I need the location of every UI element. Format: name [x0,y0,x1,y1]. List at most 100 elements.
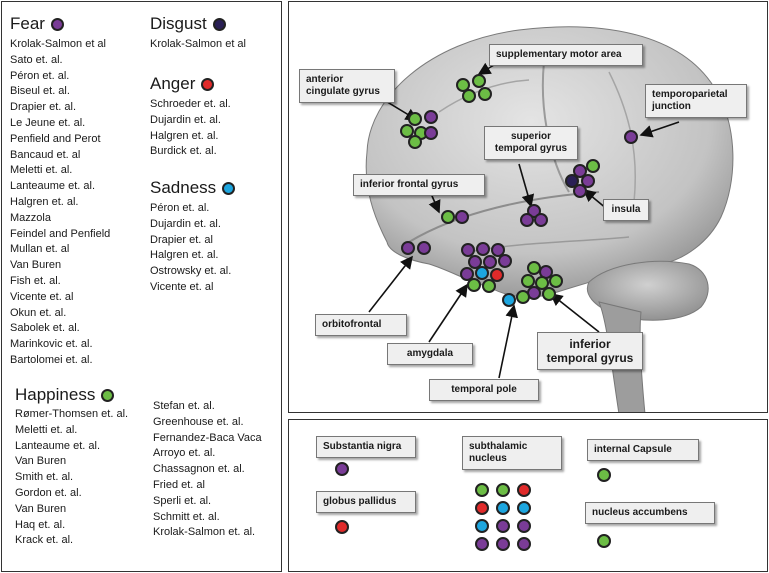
stn-happiness-marker [475,483,489,497]
label-amygdala: amygdala [387,343,473,365]
sma-happiness-marker [478,87,492,101]
happiness-header: Happiness [15,385,115,405]
fear-author-item: Feindel and Penfield [10,227,111,240]
amygdala-happiness-marker [467,278,481,292]
label-subthalamic-nucleus: subthalamic nucleus [462,436,562,470]
happiness-col2-author-item: Krolak-Salmon et. al. [153,526,256,539]
anger-author-item: Dujardin et. al. [150,113,221,126]
stn-happiness-marker [496,483,510,497]
stn-fear-marker [496,537,510,551]
happiness-col1-author-item: Gordon et. al. [15,486,82,499]
sadness-author-item: Péron et. al. [150,202,210,214]
sadness-author-item: Ostrowsky et. al. [150,265,232,278]
happiness-col2-author-item: Stefan et. al. [153,400,215,412]
amygdala-fear-marker [476,242,490,256]
happiness-author-list-2: Stefan et. al. Greenhouse et. al. Fernande… [153,399,262,541]
fear-title: Fear [10,14,45,33]
disgust-author-item: Krolak-Salmon et al [150,38,246,50]
amygdala-fear-marker [498,254,512,268]
fear-author-item: Lanteaume et. al. [10,180,96,193]
anger-color-dot [201,77,215,91]
label-substantia-nigra: Substantia nigra [316,436,416,458]
sadness-title: Sadness [150,178,217,197]
orbitofrontal-fear-marker [417,241,431,255]
stn-sadness-marker [517,501,531,515]
sadness-header: Sadness [150,178,236,198]
temporal-pole-happiness-marker [516,290,530,304]
amygdala-fear-marker [461,243,475,257]
ifg-happiness-marker [441,210,455,224]
substantia-nigra-fear-marker [335,462,349,476]
happiness-col2-author-item: Sperli et. al. [153,494,212,507]
brain-panel: supplementary motor area anterior cingul… [288,1,768,413]
orbitofrontal-fear-marker [401,241,415,255]
subcortical-panel: Substantia nigra globus pallidus subthal… [288,419,768,572]
label-orbitofrontal: orbitofrontal [315,314,407,336]
label-supplementary-motor-area: supplementary motor area [489,44,643,66]
fear-author-item: Sato et. al. [10,53,63,66]
label-inferior-temporal-gyrus: inferior temporal gyrus [537,332,643,370]
insula-fear-marker [581,174,595,188]
disgust-color-dot [212,17,226,31]
insula-fear-marker [573,184,587,198]
happiness-col1-author-item: Lanteaume et. al. [15,439,101,452]
internal-capsule-happiness-marker [597,468,611,482]
fear-author-item: Krolak-Salmon et al [10,38,106,50]
amygdala-fear-marker [491,243,505,257]
anger-header: Anger [150,74,215,94]
happiness-col2-author-item: Greenhouse et. al. [153,415,244,428]
stn-sadness-marker [475,519,489,533]
fear-header: Fear [10,14,64,34]
sma-happiness-marker [472,74,486,88]
fear-author-item: Penfield and Perot [10,132,101,145]
happiness-col1-author-item: Van Buren [15,455,67,468]
sadness-author-item: Halgren et. al. [150,249,219,262]
sadness-color-dot [222,181,236,195]
disgust-header: Disgust [150,14,226,34]
acg-fear-marker [424,110,438,124]
stn-fear-marker [475,537,489,551]
acg-fear-marker [424,126,438,140]
itg-happiness-marker [549,274,563,288]
fear-author-item: Marinkovic et. al. [10,338,93,351]
happiness-col1-author-item: Meletti et. al. [15,423,78,436]
happiness-col1-author-item: Rømer-Thomsen et. al. [15,408,129,420]
anger-author-item: Halgren et. al. [150,129,219,142]
amygdala-fear-marker [483,255,497,269]
fear-author-item: Van Buren [10,259,62,272]
fear-author-item: Okun et. al. [10,306,67,319]
happiness-col1-author-item: Krack et. al. [15,534,74,547]
anger-author-item: Schroeder et. al. [150,98,231,110]
fear-author-item: Drapier et. al. [10,101,77,114]
label-temporoparietal-junction: temporoparietal junction [645,84,747,118]
amygdala-happiness-marker [482,279,496,293]
stg-fear-marker [534,213,548,227]
fear-author-item: Mullan et. al [10,243,70,256]
stn-fear-marker [496,519,510,533]
tpj-fear-marker [624,130,638,144]
emotion-legend-panel: Fear Krolak-Salmon et al Sato et. al. Péro… [1,1,282,572]
stn-fear-marker [517,537,531,551]
sma-happiness-marker [462,89,476,103]
fear-color-dot [50,17,64,31]
happiness-col1-author-item: Haq et. al. [15,518,66,531]
happiness-col2-author-item: Fernandez-Baca Vaca [153,431,262,444]
label-temporal-pole: temporal pole [429,379,539,401]
amygdala-anger-marker [490,268,504,282]
amygdala-fear-marker [468,255,482,269]
stn-anger-marker [517,483,531,497]
disgust-title: Disgust [150,14,207,33]
stn-anger-marker [475,501,489,515]
itg-happiness-marker [535,276,549,290]
nucleus-accumbens-happiness-marker [597,534,611,548]
fear-author-item: Sabolek et. al. [10,322,80,335]
happiness-col2-author-item: Schmitt et. al. [153,510,220,523]
itg-happiness-marker [521,274,535,288]
sadness-author-list: Péron et. al.Dujardin et. al.Drapier et.… [150,201,231,296]
label-insula: insula [603,199,649,221]
happiness-col2-author-item: Fried et. al [153,478,205,491]
label-internal-capsule: internal Capsule [587,439,699,461]
happiness-col1-author-item: Smith et. al. [15,471,74,484]
label-globus-pallidus: globus pallidus [316,491,416,513]
fear-author-item: Bartolomei et. al. [10,353,93,366]
